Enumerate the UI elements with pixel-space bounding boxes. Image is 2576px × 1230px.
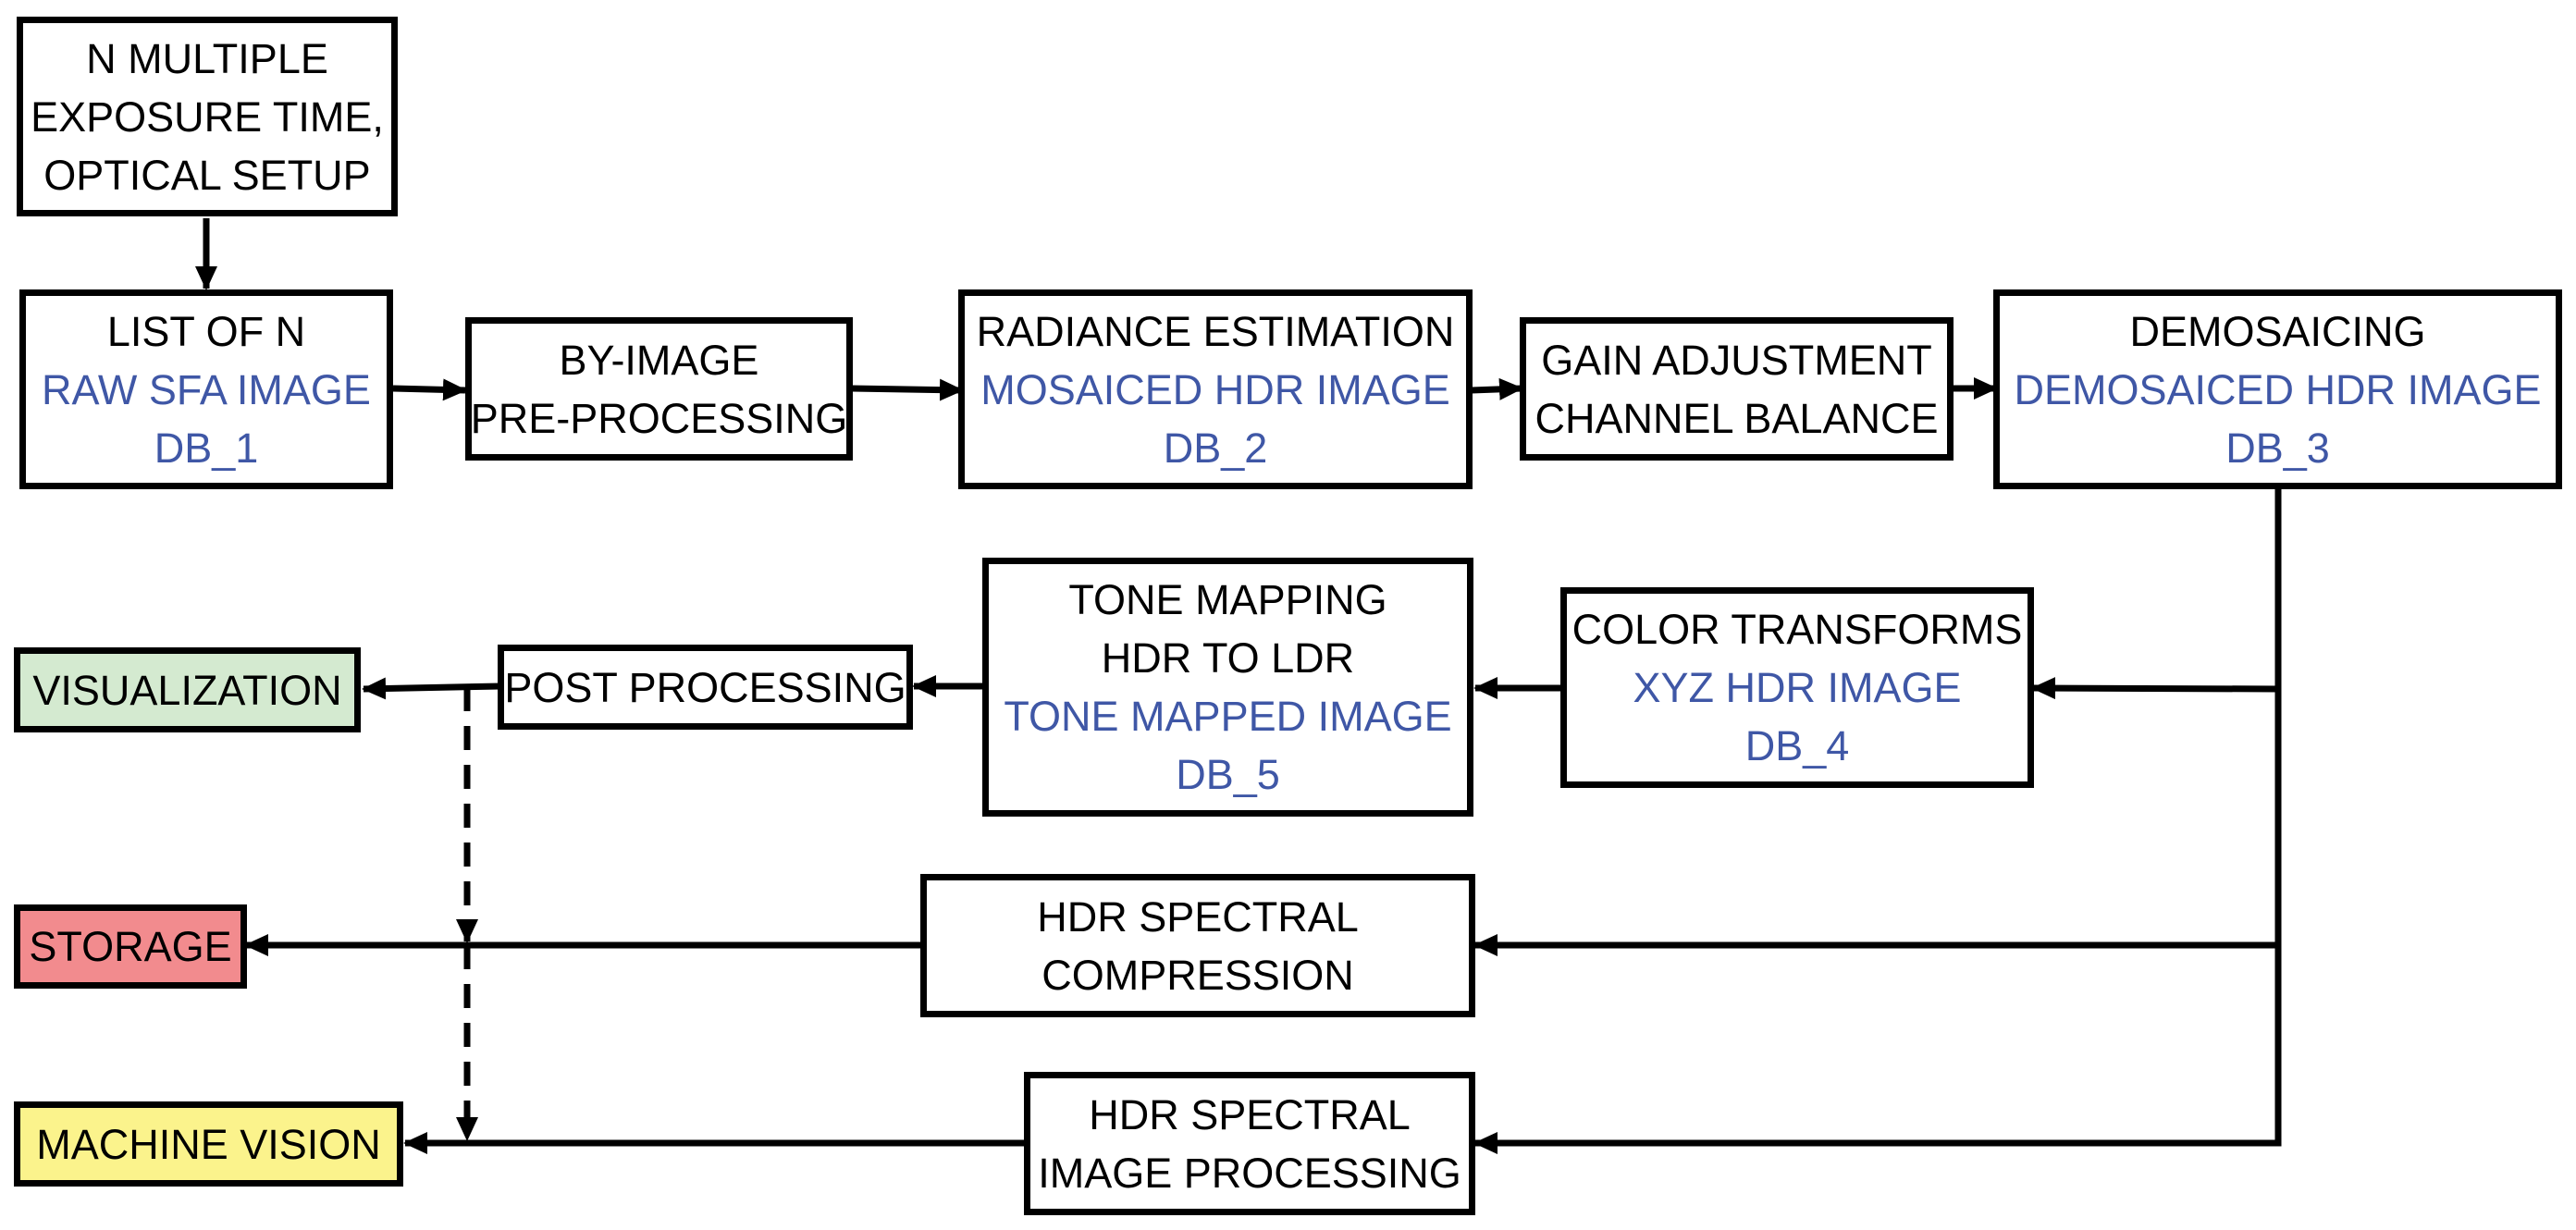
node-db-label: DB_5 bbox=[1176, 751, 1280, 798]
edge-post-processing-to-visualization bbox=[362, 677, 501, 700]
node-db-label: DB_1 bbox=[154, 424, 259, 472]
node-preprocessing: BY-IMAGE PRE-PROCESSING bbox=[465, 317, 853, 461]
node-hdr-spectral-compression: HDR SPECTRAL COMPRESSION bbox=[920, 874, 1475, 1017]
node-text: CHANNEL BALANCE bbox=[1535, 394, 1939, 442]
node-text: TONE MAPPING bbox=[1068, 576, 1387, 623]
edge-demosaicing-to-color-transforms bbox=[2031, 677, 2279, 700]
node-raw-sfa-list: LIST OF N RAW SFA IMAGE DB_1 bbox=[19, 289, 393, 489]
node-text: HDR SPECTRAL bbox=[1037, 892, 1359, 941]
node-text: LIST OF N bbox=[106, 307, 306, 355]
node-db-text: TONE MAPPED IMAGE bbox=[1004, 693, 1452, 740]
node-text: COLOR TRANSFORMS bbox=[1571, 606, 2023, 653]
node-text: HDR TO LDR bbox=[1101, 634, 1355, 682]
node-radiance-estimation: RADIANCE ESTIMATION MOSAICED HDR IMAGE D… bbox=[958, 289, 1473, 489]
node-db-text: DEMOSAICED HDR IMAGE bbox=[2014, 365, 2542, 413]
node-input-parameters: N MULTIPLE EXPOSURE TIME, OPTICAL SETUP bbox=[17, 17, 398, 216]
node-db-label: DB_2 bbox=[1163, 424, 1268, 472]
node-color-transforms: COLOR TRANSFORMS XYZ HDR IMAGE DB_4 bbox=[1560, 587, 2034, 788]
node-text: EXPOSURE TIME, bbox=[31, 92, 384, 141]
node-visualization: VISUALIZATION bbox=[14, 647, 361, 732]
node-text: RADIANCE ESTIMATION bbox=[976, 307, 1455, 355]
node-db-text: MOSAICED HDR IMAGE bbox=[980, 365, 1450, 413]
node-tone-mapping: TONE MAPPING HDR TO LDR TONE MAPPED IMAG… bbox=[982, 558, 1473, 817]
node-text: PRE-PROCESSING bbox=[470, 394, 848, 442]
node-text: DEMOSAICING bbox=[2129, 307, 2426, 355]
node-db-text: XYZ HDR IMAGE bbox=[1633, 664, 1962, 711]
edge-raw-list-to-preprocessing bbox=[392, 378, 467, 401]
node-post-processing: POST PROCESSING bbox=[498, 645, 913, 730]
node-demosaicing: DEMOSAICING DEMOSAICED HDR IMAGE DB_3 bbox=[1993, 289, 2562, 489]
node-text: VISUALIZATION bbox=[32, 666, 342, 714]
node-text: POST PROCESSING bbox=[504, 663, 906, 711]
node-text: BY-IMAGE bbox=[559, 336, 759, 384]
edge-demosaicing-trunk bbox=[1473, 488, 2282, 1154]
node-hdr-spectral-image-processing: HDR SPECTRAL IMAGE PROCESSING bbox=[1024, 1072, 1475, 1215]
node-db-label: DB_4 bbox=[1744, 722, 1850, 769]
node-text: GAIN ADJUSTMENT bbox=[1541, 336, 1932, 384]
node-text: COMPRESSION bbox=[1041, 951, 1354, 999]
node-db-label: DB_3 bbox=[2225, 424, 2330, 472]
node-storage: STORAGE bbox=[14, 904, 247, 989]
node-text: HDR SPECTRAL bbox=[1089, 1090, 1411, 1138]
node-db-text: RAW SFA IMAGE bbox=[42, 365, 371, 413]
node-gain-adjustment: GAIN ADJUSTMENT CHANNEL BALANCE bbox=[1520, 317, 1954, 461]
node-machine-vision: MACHINE VISION bbox=[14, 1101, 403, 1187]
node-text: N MULTIPLE bbox=[86, 34, 328, 82]
edge-preprocessing-to-radiance bbox=[851, 378, 964, 401]
node-text: IMAGE PROCESSING bbox=[1038, 1149, 1461, 1197]
node-text: STORAGE bbox=[29, 923, 232, 970]
node-text: OPTICAL SETUP bbox=[43, 151, 371, 199]
node-text: MACHINE VISION bbox=[36, 1120, 381, 1168]
edge-radiance-to-gain bbox=[1471, 377, 1523, 400]
